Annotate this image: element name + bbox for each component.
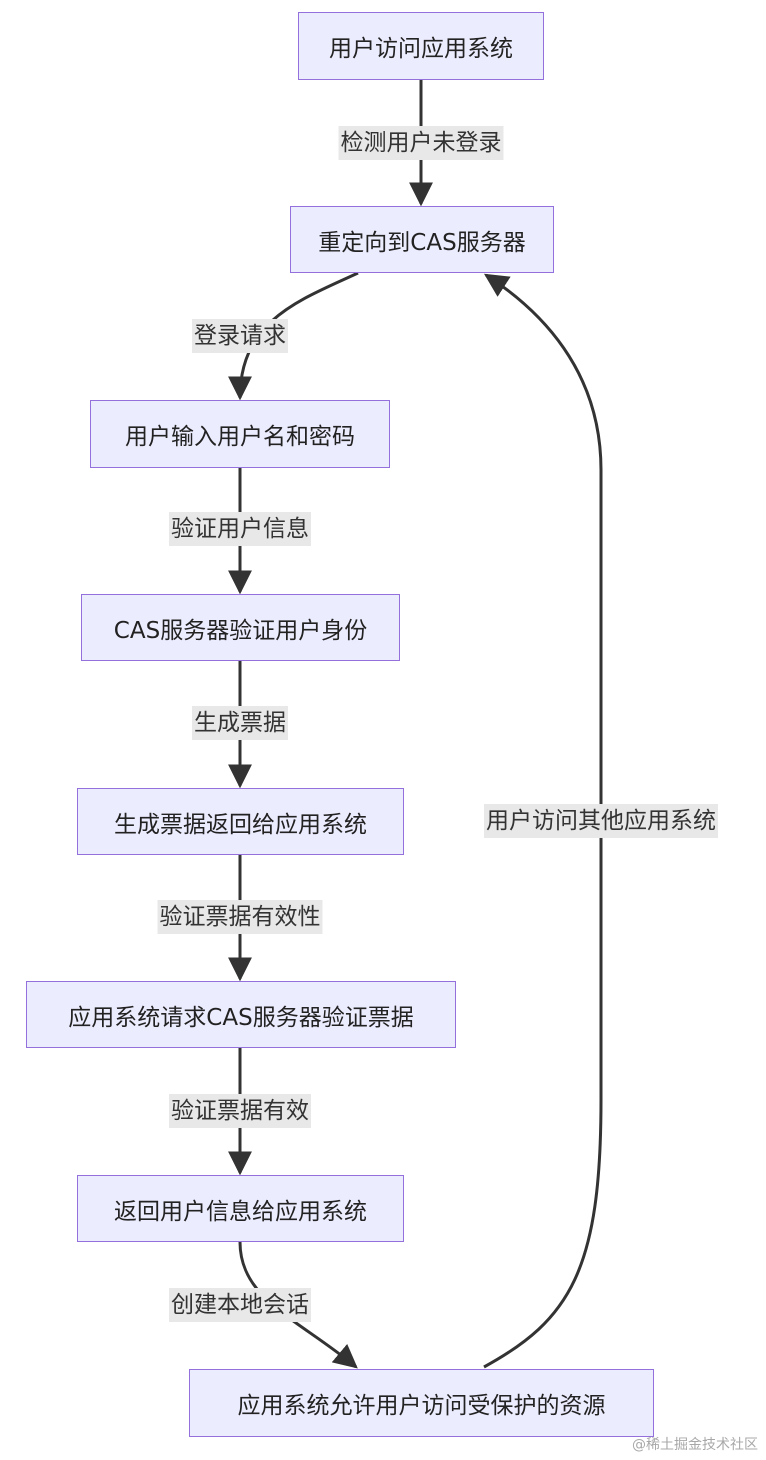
edge-2 [228,271,359,401]
watermark: @稀土掘金技术社区 [632,1437,758,1453]
edge-label-ticket-validity: 验证票据有效性 [157,900,323,934]
edge-label-access-other-app: 用户访问其他应用系统 [484,804,718,838]
edge-label-generate-ticket: 生成票据 [192,706,288,740]
node-access-app: 用户访问应用系统 [298,12,544,80]
edge-label-login-request: 登录请求 [192,319,288,353]
edge-label-ticket-valid: 验证票据有效 [169,1094,311,1128]
node-cas-verify-user: CAS服务器验证用户身份 [81,594,400,661]
edge-8 [483,273,603,1369]
node-input-credentials: 用户输入用户名和密码 [90,400,390,468]
node-allow-access: 应用系统允许用户访问受保护的资源 [189,1369,654,1437]
node-generate-ticket: 生成票据返回给应用系统 [77,788,404,855]
edge-label-verify-user-info: 验证用户信息 [169,512,311,546]
node-app-request-validate: 应用系统请求CAS服务器验证票据 [26,981,456,1048]
edge-label-create-session: 创建本地会话 [169,1288,311,1322]
edge-label-not-logged-in: 检测用户未登录 [338,126,504,160]
node-redirect-cas: 重定向到CAS服务器 [290,206,554,273]
node-return-user-info: 返回用户信息给应用系统 [77,1175,404,1242]
